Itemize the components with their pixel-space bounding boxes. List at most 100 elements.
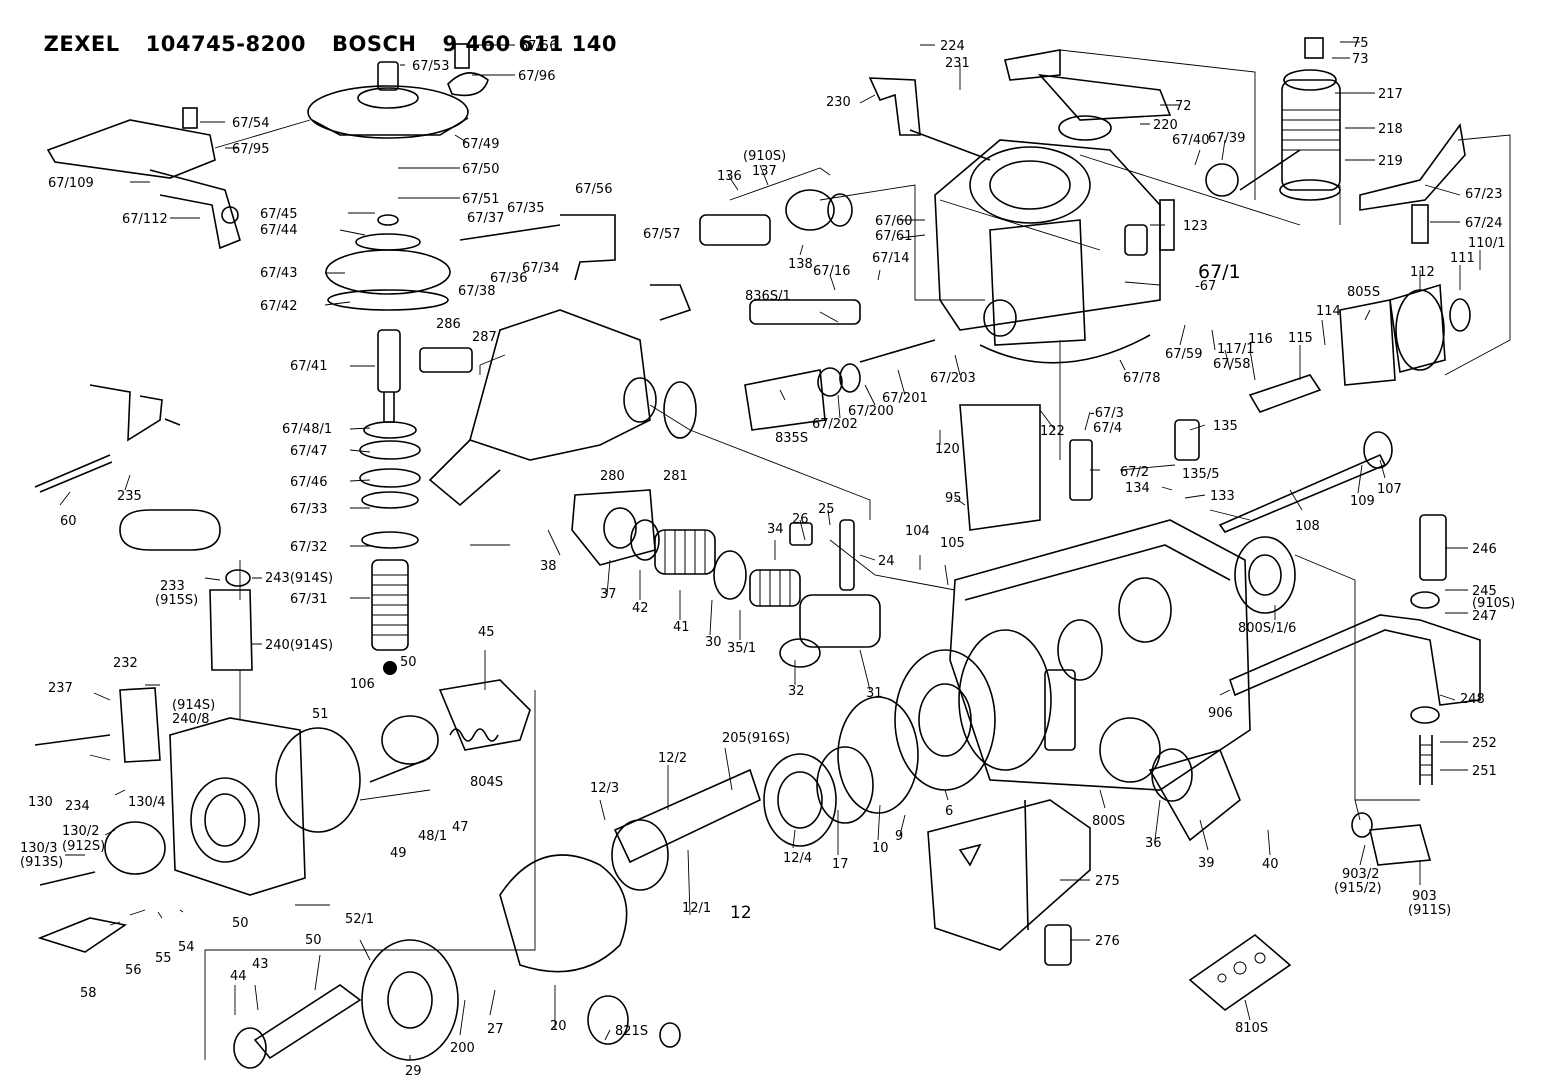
part-label: 246 [1472,542,1497,557]
part-label: 75 [1352,36,1369,51]
part-label: 10 [872,841,889,856]
part-label: 67/61 [875,229,912,244]
part-label: 45 [478,625,495,640]
part-label: 109 [1350,494,1375,509]
part-label: 67/37 [467,211,504,226]
part-label: 32 [788,684,805,699]
fuel-cutoff-and-screws [699,189,936,431]
stop-lever-bracket [34,384,253,671]
part-label: 67/43 [260,266,297,281]
part-label: 12/4 [783,851,812,866]
part-label: 231 [945,56,970,71]
part-label: 67/95 [232,142,269,157]
part-label: 12/2 [658,751,687,766]
cam-and-spring-parts [571,489,881,668]
part-label: 67/36 [490,271,527,286]
part-label: 120 [935,442,960,457]
part-label: 248 [1460,692,1485,707]
part-label: 27 [487,1022,504,1037]
part-label: 29 [405,1064,422,1079]
injection-pump-distributor [419,214,697,507]
part-label: 67/202 [812,417,858,432]
part-label: 135 [1213,419,1238,434]
part-label: 36 [1145,836,1162,851]
solenoid-coil-and-lever [1205,37,1466,244]
part-label: 67/39 [1208,131,1245,146]
part-label: 67/1 [1198,261,1241,283]
part-label: 836S/1 [745,289,791,304]
part-label: 67/203 [930,371,976,386]
part-number-bosch: 9 460 611 140 [442,32,618,56]
part-label: 9 [895,829,903,844]
part-label: 6 [945,804,953,819]
part-label: 67/33 [290,502,327,517]
part-label: 133 [1210,489,1235,504]
part-label: 835S [775,431,808,446]
part-label: 112 [1410,265,1435,280]
part-label: 906 [1208,706,1233,721]
part-label: (910S) [743,149,786,164]
governor-spring-stack [325,214,451,675]
part-label: 26 [792,512,809,527]
part-label: 240/8 [172,712,209,727]
part-label: 67/54 [232,116,269,131]
leader-lines [59,41,1511,1060]
part-label: 39 [1198,856,1215,871]
part-label: 800S/1/6 [1238,621,1296,636]
part-label: 281 [663,469,688,484]
part-label: 903 [1412,889,1437,904]
part-label: (912S) [62,839,105,854]
part-label: 252 [1472,736,1497,751]
part-label: 67/57 [643,227,680,242]
part-label: 67/78 [1123,371,1160,386]
part-label: 72 [1175,99,1192,114]
part-label: 67/56 [575,182,612,197]
part-label: 67/200 [848,404,894,419]
part-label: 40 [1262,857,1279,872]
part-label: 50 [232,916,249,931]
part-label: 67/201 [882,391,928,406]
part-label: (911S) [1408,903,1451,918]
part-label: 275 [1095,874,1120,889]
part-label: 67/4 [1093,421,1122,436]
part-label: 117/1 [1217,342,1254,357]
part-label: 219 [1378,154,1403,169]
part-label: 237 [48,681,73,696]
part-label: 104 [905,524,930,539]
part-label: 115 [1288,331,1313,346]
part-label: 136 [717,169,742,184]
part-label: 67/45 [260,207,297,222]
part-label: 106 [350,677,375,692]
part-label: 58 [80,986,97,1001]
part-label: 25 [818,502,835,517]
part-labels: 67/56 67/53 67/96 67/54 67/95 67/49 67/1… [20,36,1515,1079]
part-label: 67/42 [260,299,297,314]
part-label: 38 [540,559,557,574]
part-label: 56 [125,963,142,978]
part-label: 234 [65,799,90,814]
governor-cover-assembly [46,43,489,250]
part-label: 49 [390,846,407,861]
part-label: 130/3 [20,841,57,856]
part-label: 232 [113,656,138,671]
brand-zexel: ZEXEL [43,32,120,56]
part-label: 218 [1378,122,1403,137]
part-label: 287 [472,330,497,345]
part-label: 233 [160,579,185,594]
part-label: 12 [730,903,752,923]
part-label: 105 [940,536,965,551]
part-label: 805S [1347,285,1380,300]
part-label: 43 [252,957,269,972]
part-label: 110/1 [1468,236,1505,251]
part-label: 903/2 [1342,867,1379,882]
part-label: 30 [705,635,722,650]
upper-cover-and-solenoid [868,49,1200,531]
part-label: 138 [788,257,813,272]
part-label: 107 [1377,482,1402,497]
part-label: 130/2 [62,824,99,839]
part-label: 67/60 [875,214,912,229]
part-label: 12/3 [590,781,619,796]
part-label: 41 [673,620,690,635]
part-label: 24 [878,554,895,569]
